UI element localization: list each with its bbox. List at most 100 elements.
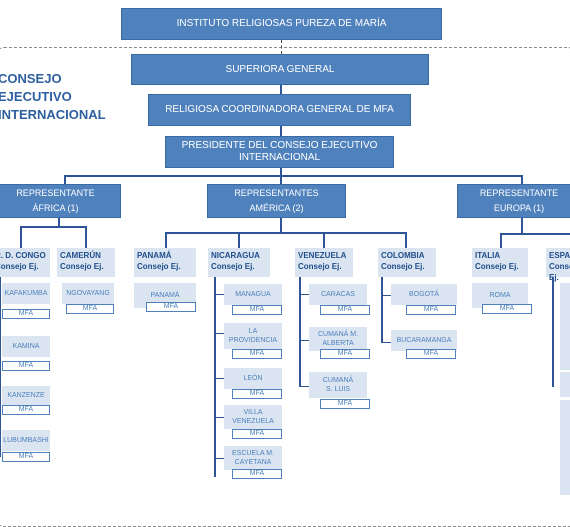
connector: [0, 277, 1, 457]
country-sub: Consejo Ej.: [0, 262, 39, 271]
country-name: R. D. CONGO: [0, 251, 46, 260]
country-box: VENEZUELA Consejo Ej.: [295, 248, 353, 277]
mfa-box: MFA: [146, 302, 196, 312]
connector: [500, 233, 570, 235]
mfa-label: MFA: [18, 362, 34, 369]
country-name: NICARAGUA: [211, 251, 260, 260]
mfa-label: MFA: [18, 406, 34, 413]
country-sub: Consejo Ej.: [381, 262, 425, 271]
mfa-box: MFA: [2, 452, 50, 462]
city-name: NGOVAYANG: [66, 290, 110, 297]
country-name: ITALIA: [475, 251, 501, 260]
mfa-box: MFA: [232, 349, 282, 359]
connector: [280, 218, 282, 233]
rep-line: AMÉRICA (2): [249, 203, 304, 213]
mfa-box: MFA: [320, 305, 370, 315]
country-box: COLOMBIA Consejo Ej.: [378, 248, 436, 277]
country-box: CAMERÚN Consejo Ej.: [57, 248, 115, 277]
city-name: PANAMÁ: [150, 292, 180, 299]
rep-line: REPRESENTANTES: [234, 188, 319, 198]
city-box: [560, 310, 570, 370]
city-name: ESCUELA M. CAYETANA: [231, 450, 274, 466]
country-box: R. D. CONGO Consejo Ej.: [0, 248, 50, 277]
mfa-box: MFA: [232, 469, 282, 479]
city-box: [560, 400, 570, 495]
connector: [500, 233, 502, 248]
mfa-box: MFA: [66, 304, 114, 314]
rep-america-box: REPRESENTANTES AMÉRICA (2): [207, 184, 346, 218]
mfa-box: MFA: [2, 405, 50, 415]
city-name: CUMANÁ M. ALBERTA: [317, 331, 359, 347]
mfa-label: MFA: [423, 350, 439, 357]
mfa-box: MFA: [320, 399, 370, 409]
mfa-box: MFA: [2, 361, 50, 371]
country-box: PANAMÁ Consejo Ej.: [134, 248, 196, 277]
institute-box: INSTITUTO RELIGIOSAS PUREZA DE MARÍA: [121, 8, 442, 40]
connector: [381, 277, 383, 343]
city-name: BOGOTÁ: [409, 291, 439, 298]
connector: [521, 218, 523, 234]
mfa-label: MFA: [423, 306, 439, 313]
mfa-label: MFA: [163, 303, 179, 310]
city-box: NGOVAYANG: [62, 283, 114, 304]
connector: [299, 386, 309, 387]
connector: [323, 232, 325, 248]
connector: [214, 333, 224, 334]
council-label-line: CONSEJO: [0, 71, 62, 86]
connector: [552, 277, 554, 387]
connector: [381, 295, 391, 296]
mfa-label: MFA: [337, 306, 353, 313]
city-box: VILLA VENEZUELA: [224, 405, 282, 429]
connector: [214, 378, 224, 379]
mfa-label: MFA: [82, 305, 98, 312]
city-name: KANZENZE: [7, 392, 45, 399]
city-box: CUMANÁ M. ALBERTA: [309, 327, 367, 351]
coordinadora-label: RELIGIOSA COORDINADORA GENERAL DE MFA: [165, 104, 394, 115]
city-name: VILLA VENEZUELA: [232, 409, 274, 425]
mfa-label: MFA: [18, 453, 34, 460]
mfa-box: MFA: [232, 429, 282, 439]
rep-line: REPRESENTANTE: [16, 188, 95, 198]
city-name: BUCARAMANGA: [396, 337, 452, 344]
connector: [20, 226, 22, 248]
mfa-box: MFA: [482, 304, 532, 314]
connector: [280, 85, 282, 94]
mfa-box: MFA: [232, 389, 282, 399]
city-box: MANAGUA: [224, 284, 282, 305]
connector: [64, 175, 66, 185]
mfa-label: MFA: [249, 350, 265, 357]
mfa-box: MFA: [406, 349, 456, 359]
mfa-box: MFA: [320, 349, 370, 359]
city-box: [560, 372, 570, 397]
connector: [405, 232, 407, 248]
institute-title: INSTITUTO RELIGIOSAS PUREZA DE MARÍA: [176, 18, 387, 29]
mfa-label: MFA: [337, 400, 353, 407]
connector: [299, 277, 301, 387]
country-name: PANAMÁ: [137, 251, 172, 260]
mfa-label: MFA: [499, 305, 515, 312]
city-box: BOGOTÁ: [391, 284, 457, 305]
city-box: [560, 283, 570, 323]
connector: [299, 340, 309, 341]
city-box: LA PROVIDENCIA: [224, 323, 282, 349]
city-name: CUMANÁ S. LUIS: [322, 377, 354, 393]
city-name: MANAGUA: [235, 291, 271, 298]
country-sub: Consejo Ej.: [60, 262, 104, 271]
city-box: KANZENZE: [2, 386, 50, 405]
mfa-label: MFA: [337, 350, 353, 357]
city-name: LEÓN: [243, 375, 263, 382]
connector: [238, 232, 240, 248]
country-name: COLOMBIA: [381, 251, 425, 260]
mfa-label: MFA: [249, 430, 265, 437]
city-name: KAFAKUMBA: [4, 290, 48, 297]
mfa-box: MFA: [232, 305, 282, 315]
city-box: KAFAKUMBA: [2, 283, 50, 304]
presidente-line: PRESIDENTE DEL CONSEJO EJECUTIVO: [181, 140, 378, 151]
connector: [280, 175, 282, 185]
connector: [280, 168, 282, 176]
city-name: LA PROVIDENCIA: [228, 328, 278, 344]
council-label: CONSEJO EJECUTIVO INTERNACIONAL: [0, 70, 118, 124]
city-name: LUBUMBASHI: [3, 437, 49, 444]
city-name: CARACAS: [321, 291, 355, 298]
country-sub: Consejo Ej.: [211, 262, 255, 271]
